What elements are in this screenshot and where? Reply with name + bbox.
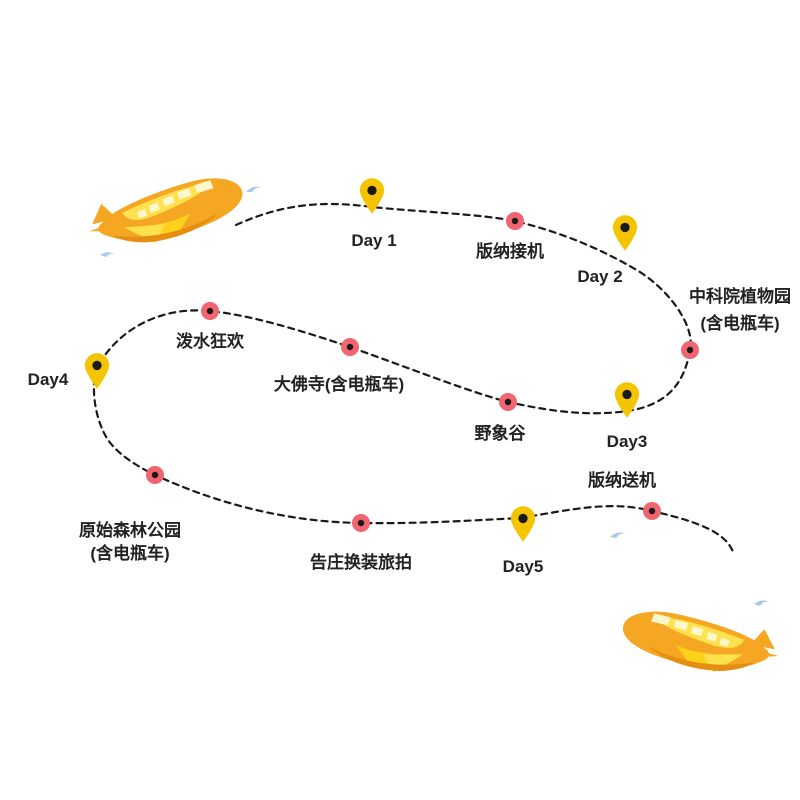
stop-label-sub: (含电瓶车): [90, 543, 169, 563]
plane-start: [83, 172, 249, 255]
day-label: Day 2: [577, 267, 622, 286]
route-stop-dot: [506, 212, 524, 230]
stop-label: 版纳接机: [476, 241, 544, 261]
airplane-icon: [619, 607, 782, 680]
stop-label: 中科院植物园: [689, 286, 791, 306]
stop-label: 原始森林公园: [79, 520, 181, 540]
stop-label-sub: (含电瓶车): [700, 313, 779, 333]
stop-label: 大佛寺(含电瓶车): [274, 374, 404, 394]
route-stop-dot: [146, 466, 164, 484]
map-pin-icon: [84, 353, 110, 389]
route-stop-dot: [681, 341, 699, 359]
day-label: Day5: [503, 557, 544, 576]
airplane-icon: [83, 172, 249, 255]
route-line: [92, 202, 735, 554]
route-stop-dot: [201, 302, 219, 320]
map-pin-icon: [510, 506, 536, 542]
stop-label: 野象谷: [475, 423, 527, 443]
map-pin-icon: [612, 215, 638, 251]
day-label: Day 1: [351, 231, 396, 250]
plane-end: [619, 607, 782, 680]
stop-label: 泼水狂欢: [176, 331, 245, 351]
route-stop-dot: [643, 502, 661, 520]
stop-label: 告庄换装旅拍: [310, 552, 412, 572]
day-label: Day4: [28, 370, 69, 389]
bird-icon: [610, 532, 626, 538]
bird-icon: [246, 186, 262, 192]
route-stop-dot: [341, 338, 359, 356]
route-stop-dot: [352, 514, 370, 532]
stops-layer: [146, 212, 699, 532]
bird-icon: [100, 252, 116, 257]
stop-label: 版纳送机: [588, 470, 656, 490]
bird-icon: [754, 600, 770, 606]
route-stop-dot: [499, 393, 517, 411]
day-label: Day3: [607, 432, 648, 451]
